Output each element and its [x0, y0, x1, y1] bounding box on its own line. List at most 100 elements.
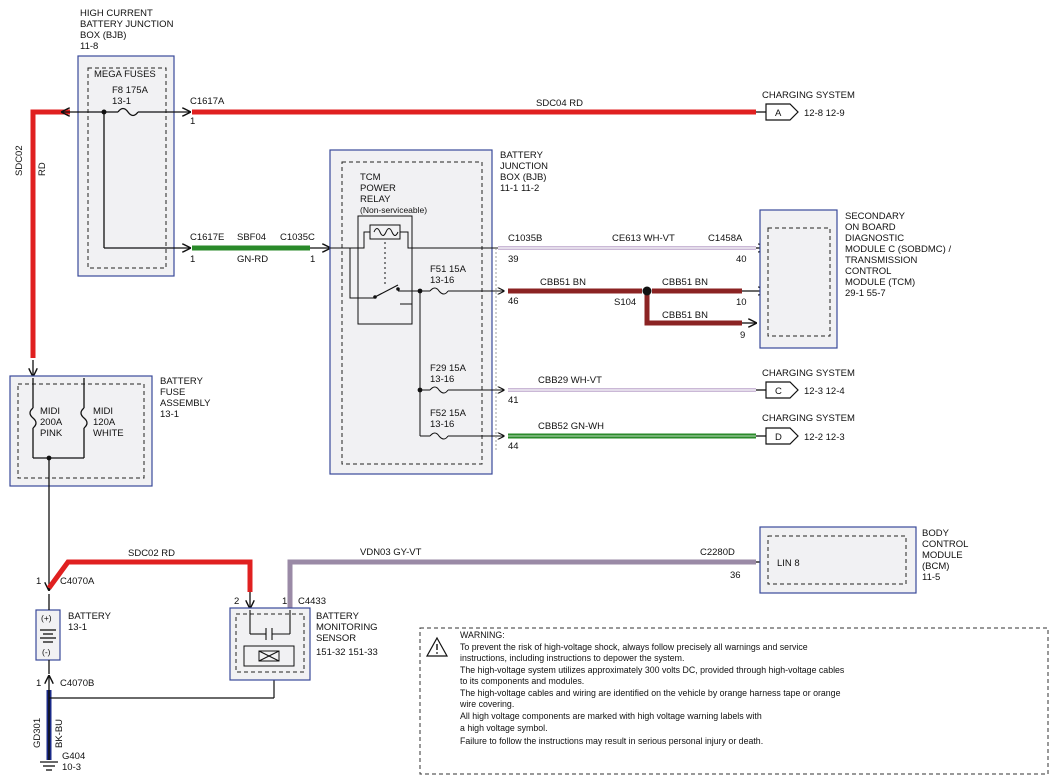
pin-c4433: 1 [282, 596, 287, 607]
sobdmc-tcm-module: SECONDARY ON BOARD DIAGNOSTIC MODULE C (… [759, 209, 951, 349]
splice-s104 [642, 286, 652, 296]
wire-cbb51-b-label: CBB51 BN [662, 277, 708, 288]
fuse-f51-symbol [429, 287, 449, 295]
pin-c1035c: 1 [310, 254, 315, 265]
wire-gd301-color: BK-BU [54, 719, 65, 748]
offpage-a-refs: 12-8 12-9 [804, 108, 845, 119]
relay-note: (Non-serviceable) [360, 205, 427, 215]
wire-ce613-label: CE613 WH-VT [612, 233, 675, 244]
fuse-f51-ref: 13-16 [430, 275, 454, 286]
wire-sdc02-h-label: SDC02 RD [128, 548, 175, 559]
midi2-line3: WHITE [93, 428, 124, 439]
offpage-connector-c[interactable] [765, 381, 799, 399]
pin-c1617e: 1 [190, 254, 195, 265]
wire-cbb51-a-label: CBB51 BN [540, 277, 586, 288]
relay-title-3: RELAY [360, 194, 391, 205]
sobdmc-title-8: 29-1 55-7 [845, 288, 886, 299]
offpage-d-label: CHARGING SYSTEM [762, 413, 855, 424]
wire-sbf04-label: SBF04 [237, 232, 266, 243]
bfa-title-4: 13-1 [160, 409, 179, 420]
wire-cbb51-c-label: CBB51 BN [662, 310, 708, 321]
offpage-c-refs: 12-3 12-4 [804, 386, 845, 397]
fuse-f8-symbol [117, 107, 139, 117]
hcbjb-title-3: BOX (BJB) [80, 30, 126, 41]
connector-c4070a: C4070A [60, 576, 95, 587]
sobdmc-title-4: MODULE C (SOBDMC) / [845, 244, 951, 255]
pin-9: 9 [740, 330, 745, 341]
connector-c4433: C4433 [298, 596, 326, 607]
bjb-title-3: BOX (BJB) [500, 172, 546, 183]
relay-title-1: TCM [360, 172, 381, 183]
offpage-d-letter: D [775, 432, 782, 443]
warning-line-2: To prevent the risk of high-voltage shoc… [460, 642, 808, 652]
fuse-f52-label: F52 15A [430, 408, 467, 419]
fuse-f8-label: F8 175A [112, 85, 149, 96]
warning-line-4: The high-voltage system utilizes approxi… [460, 665, 845, 675]
connector-c1035b: C1035B [508, 233, 542, 244]
mega-fuses-label: MEGA FUSES [94, 69, 156, 80]
warning-line-5: to its components and modules. [460, 676, 584, 686]
bfa-title-3: ASSEMBLY [160, 398, 211, 409]
offpage-c-label: CHARGING SYSTEM [762, 368, 855, 379]
sobdmc-title-6: CONTROL [845, 266, 891, 277]
hcbjb-title-1: HIGH CURRENT [80, 8, 153, 19]
fuse-f8-ref: 13-1 [112, 96, 131, 107]
wire-sdc04-label: SDC04 RD [536, 98, 583, 109]
sobdmc-title-7: MODULE (TCM) [845, 277, 915, 288]
connector-c1617a: C1617A [190, 96, 225, 107]
fuse-f29-symbol [429, 386, 449, 394]
fuse-f29-ref: 13-16 [430, 374, 454, 385]
offpage-connector-d[interactable] [765, 427, 799, 445]
bcm-title-4: (BCM) [922, 561, 949, 572]
battery-minus: (-) [42, 647, 51, 657]
bfa-title-1: BATTERY [160, 376, 204, 387]
high-current-bjb: HIGH CURRENT BATTERY JUNCTION BOX (BJB) … [77, 8, 175, 277]
ground-name: G404 [62, 751, 85, 762]
midi-200a-fuse-symbol [29, 407, 37, 429]
bcm-title-1: BODY [922, 528, 950, 539]
bms-title-3: SENSOR [316, 633, 356, 644]
pin-46: 46 [508, 296, 519, 307]
pin-c4070a: 1 [36, 576, 41, 587]
pin-40: 40 [736, 254, 747, 265]
connector-c2280d: C2280D [700, 547, 735, 558]
offpage-connector-a[interactable] [765, 103, 799, 121]
fuse-f29-label: F29 15A [430, 363, 467, 374]
battery-title-2: 13-1 [68, 622, 87, 633]
fuse-f52-ref: 13-16 [430, 419, 454, 430]
connector-c1458a: C1458A [708, 233, 743, 244]
battery-fuse-assembly: BATTERY FUSE ASSEMBLY 13-1 MIDI 200A PIN… [9, 375, 211, 487]
bjb-title-1: BATTERY [500, 150, 544, 161]
ground-symbol [40, 761, 58, 771]
wire-sdc02-horizontal [46, 559, 253, 592]
warning-line-1: WARNING: [460, 630, 505, 640]
sobdmc-title-3: DIAGNOSTIC [845, 233, 904, 244]
wire-vdn03-label: VDN03 GY-VT [360, 547, 422, 558]
bcm-title-2: CONTROL [922, 539, 968, 550]
offpage-a-label: CHARGING SYSTEM [762, 90, 855, 101]
pin-41: 41 [508, 395, 519, 406]
midi2-line2: 120A [93, 417, 116, 428]
warning-box: WARNING: To prevent the risk of high-vol… [419, 627, 1049, 775]
bfa-title-2: FUSE [160, 387, 185, 398]
bcm-title-3: MODULE [922, 550, 963, 561]
connector-c4070b: C4070B [60, 678, 94, 689]
wire-vdn03 [287, 559, 756, 608]
offpage-c-letter: C [775, 386, 782, 397]
battery: (+) (-) BATTERY 13-1 [35, 609, 112, 661]
bms-title-1: BATTERY [316, 611, 360, 622]
pin-39: 39 [508, 254, 519, 265]
wire-sbf04-color: GN-RD [237, 254, 268, 265]
wire-cbb51-c [644, 291, 742, 326]
midi1-line3: PINK [40, 428, 63, 439]
warning-line-3: instructions, including instructions to … [460, 653, 684, 663]
body-control-module: LIN 8 BODY CONTROL MODULE (BCM) 11-5 [759, 526, 968, 594]
connector-c1617e: C1617E [190, 232, 224, 243]
offpage-a-letter: A [775, 108, 782, 119]
pin-c4070b: 1 [36, 678, 41, 689]
midi2-line1: MIDI [93, 406, 113, 417]
wire-cbb52-label: CBB52 GN-WH [538, 421, 604, 432]
pin-2: 2 [234, 596, 239, 607]
splice-s104-label: S104 [614, 297, 636, 308]
